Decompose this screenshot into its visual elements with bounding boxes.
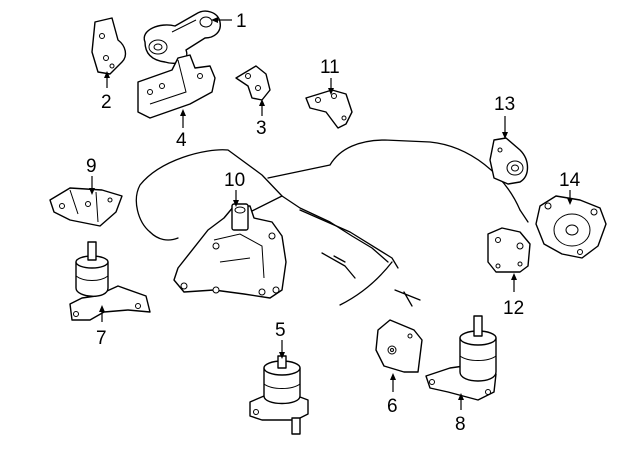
callout-7-label: 7 (96, 328, 107, 349)
part-5-engine-mount (249, 355, 309, 435)
part-10-mount-bracket (173, 203, 287, 299)
callout-10-label: 10 (224, 170, 245, 191)
callout-6-label: 6 (387, 396, 398, 417)
part-2-bracket (91, 17, 127, 75)
callout-1: 1 (211, 11, 247, 32)
callout-12-label: 12 (503, 298, 524, 319)
callout-3: 3 (256, 99, 267, 139)
callout-13-label: 13 (494, 94, 515, 115)
callout-4: 4 (176, 109, 187, 151)
part-3-bracket (235, 65, 271, 101)
callout-8-label: 8 (455, 414, 466, 435)
callout-11: 11 (320, 57, 340, 95)
part-1-torque-rod (143, 10, 221, 64)
callout-11-label: 11 (320, 57, 340, 78)
part-11-bracket (305, 89, 353, 129)
callout-10: 10 (224, 170, 245, 207)
part-4-bracket (137, 54, 216, 119)
callout-7: 7 (96, 305, 107, 349)
callout-14: 14 (559, 170, 581, 205)
part-6-bracket (375, 319, 423, 373)
callout-14-label: 14 (559, 170, 581, 191)
callout-9-label: 9 (86, 156, 97, 177)
callout-13: 13 (494, 94, 515, 139)
callout-9: 9 (86, 156, 97, 195)
part-8-engine-mount (425, 315, 497, 401)
callout-3-label: 3 (256, 118, 267, 139)
part-14-mount (535, 195, 607, 259)
callout-1-label: 1 (236, 11, 247, 32)
callout-2: 2 (101, 71, 112, 113)
callout-12: 12 (503, 273, 524, 319)
part-13-bracket (489, 137, 529, 185)
callout-6: 6 (387, 373, 398, 417)
callout-4-label: 4 (176, 130, 187, 151)
callout-5: 5 (275, 320, 286, 359)
part-12-bracket (487, 227, 531, 273)
part-9-bracket (49, 187, 123, 227)
part-7-engine-mount (69, 241, 151, 321)
callout-2-label: 2 (101, 92, 112, 113)
callout-8: 8 (455, 393, 466, 435)
callout-5-label: 5 (275, 320, 286, 341)
engine-outline (135, 139, 529, 307)
